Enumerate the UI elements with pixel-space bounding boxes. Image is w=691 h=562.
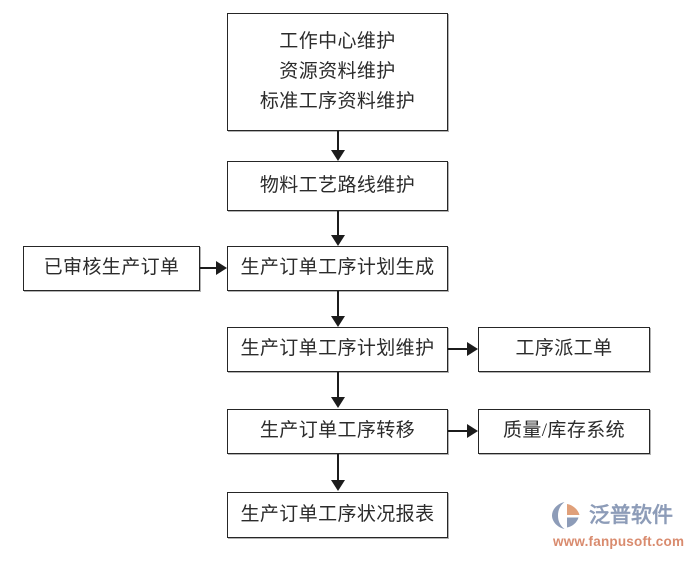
node-approved-order[interactable]: 已审核生产订单: [23, 246, 200, 291]
arrow-down-icon-op-transfer-to-op-status-report: [331, 480, 345, 491]
arrow-down-icon-op-plan-maintain-to-op-transfer: [331, 397, 345, 408]
connector-op-transfer-to-op-status-report: [337, 454, 339, 481]
node-op-plan-generate-label: 生产订单工序计划生成: [240, 257, 435, 279]
connector-op-plan-generate-to-op-plan-maintain: [337, 291, 339, 316]
connector-op-plan-maintain-to-dispatch-order: [448, 348, 468, 350]
connector-op-transfer-to-quality-inventory: [448, 430, 468, 432]
arrow-down-icon-material-routing-to-op-plan-generate: [331, 235, 345, 246]
arrow-right-icon-op-plan-maintain-to-dispatch-order: [467, 342, 478, 356]
node-op-status-report-label: 生产订单工序状况报表: [240, 503, 435, 525]
node-dispatch-order[interactable]: 工序派工单: [478, 327, 650, 372]
node-quality-inventory-label: 质量/库存系统: [502, 420, 626, 442]
node-op-transfer-label: 生产订单工序转移: [259, 420, 416, 442]
arrow-right-icon-op-transfer-to-quality-inventory: [467, 424, 478, 438]
node-dispatch-order-label: 工序派工单: [515, 338, 613, 360]
node-basic-data-line-3: 标准工序资料维护: [259, 91, 416, 112]
node-op-plan-maintain[interactable]: 生产订单工序计划维护: [227, 327, 448, 372]
arrow-right-icon-approved-order-to-op-plan-generate: [216, 261, 227, 275]
node-material-routing[interactable]: 物料工艺路线维护: [227, 161, 448, 211]
node-op-plan-generate[interactable]: 生产订单工序计划生成: [227, 246, 448, 291]
node-basic-data-line-1: 工作中心维护: [279, 30, 396, 52]
node-op-transfer[interactable]: 生产订单工序转移: [227, 409, 448, 454]
watermark-logo: 泛普软件 www.fanpusoft.com: [551, 500, 691, 558]
watermark-brand-row: 泛普软件: [551, 500, 673, 530]
node-op-status-report[interactable]: 生产订单工序状况报表: [227, 492, 448, 538]
arrow-down-icon-basic-data-to-material-routing: [331, 150, 345, 161]
connector-material-routing-to-op-plan-generate: [337, 211, 339, 236]
node-op-plan-maintain-label: 生产订单工序计划维护: [240, 338, 435, 360]
connector-op-plan-maintain-to-op-transfer: [337, 372, 339, 398]
fanpusoft-logo-icon: [552, 502, 580, 529]
watermark-url-text: www.fanpusoft.com: [553, 534, 685, 549]
node-approved-order-label: 已审核生产订单: [43, 257, 180, 279]
connector-approved-order-to-op-plan-generate: [200, 267, 217, 269]
node-material-routing-label: 物料工艺路线维护: [259, 174, 416, 196]
node-basic-data-line-2: 资源资料维护: [279, 60, 396, 82]
watermark-brand-text: 泛普软件: [589, 502, 673, 527]
arrow-down-icon-op-plan-generate-to-op-plan-maintain: [331, 316, 345, 327]
node-basic-data[interactable]: 工作中心维护 资源资料维护 标准工序资料维护: [227, 13, 448, 131]
node-quality-inventory[interactable]: 质量/库存系统: [478, 409, 650, 454]
connector-basic-data-to-material-routing: [337, 131, 339, 151]
